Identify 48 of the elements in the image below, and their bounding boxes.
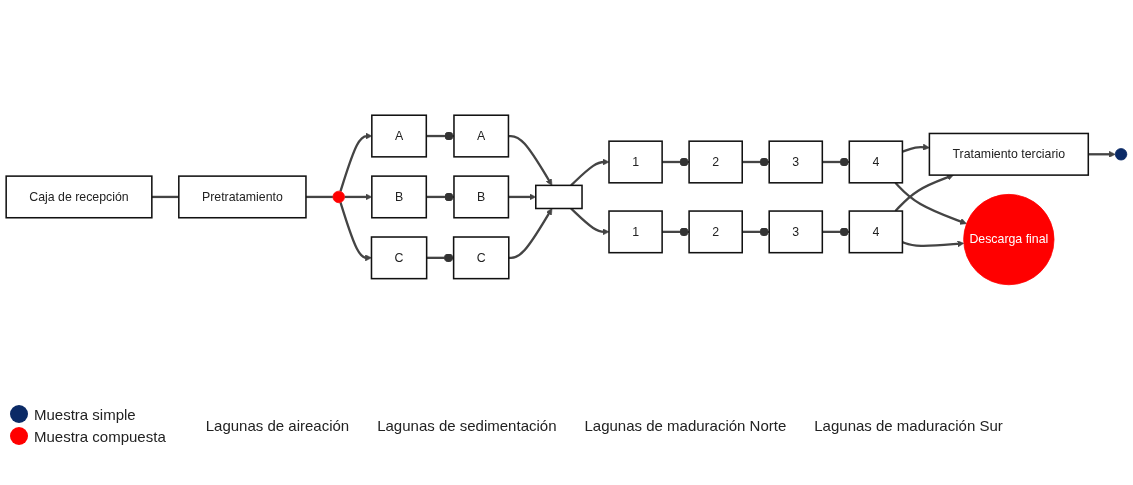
connector xyxy=(742,227,770,237)
group-label: Lagunas de sedimentación xyxy=(377,416,557,434)
connector xyxy=(742,157,770,167)
node-box: C xyxy=(452,236,510,280)
node-box: 2 xyxy=(688,210,743,254)
node-box: B xyxy=(371,175,428,219)
group-label: Lagunas de maduración Sur xyxy=(814,416,1003,434)
node-box: Caja de recepción xyxy=(5,175,153,219)
node-box: C xyxy=(370,236,428,280)
node-circle xyxy=(332,190,345,204)
arrow xyxy=(1088,150,1116,158)
arrow xyxy=(894,174,954,212)
node-box: 4 xyxy=(848,210,904,254)
node-box xyxy=(535,184,583,210)
node-box: Tratamiento terciario xyxy=(928,132,1090,176)
arrow xyxy=(570,207,610,236)
arrow xyxy=(508,208,553,259)
arrow xyxy=(902,143,930,153)
connector xyxy=(822,227,850,237)
node-box: 1 xyxy=(608,140,663,184)
arrow xyxy=(894,182,967,225)
node-box: 3 xyxy=(768,210,824,254)
node-circle xyxy=(1114,148,1128,161)
arrow xyxy=(508,134,553,186)
node-box: 3 xyxy=(768,140,824,184)
node-box: Pretratamiento xyxy=(178,175,307,219)
node-box: B xyxy=(453,175,510,219)
group-label: Lagunas de aireación xyxy=(205,416,350,434)
connector xyxy=(822,157,850,167)
connector xyxy=(426,192,454,202)
arrow xyxy=(902,240,965,248)
group-label: Lagunas de maduración Norte xyxy=(584,416,787,434)
node-box: 2 xyxy=(688,140,743,184)
legend-label: Muestra compuesta xyxy=(34,427,166,445)
connector xyxy=(426,253,454,263)
node-box: A xyxy=(453,114,510,158)
connector xyxy=(662,227,690,237)
connector xyxy=(426,131,454,141)
legend-label: Muestra simple xyxy=(34,405,136,423)
arrow xyxy=(339,202,372,262)
connector xyxy=(305,195,333,199)
node-box: 4 xyxy=(848,140,904,184)
connector xyxy=(151,195,179,199)
node-box: 1 xyxy=(608,210,663,254)
connector xyxy=(662,157,690,167)
arrow xyxy=(570,158,610,187)
node-circle: Descarga final xyxy=(963,194,1055,286)
node-box: A xyxy=(371,114,428,158)
